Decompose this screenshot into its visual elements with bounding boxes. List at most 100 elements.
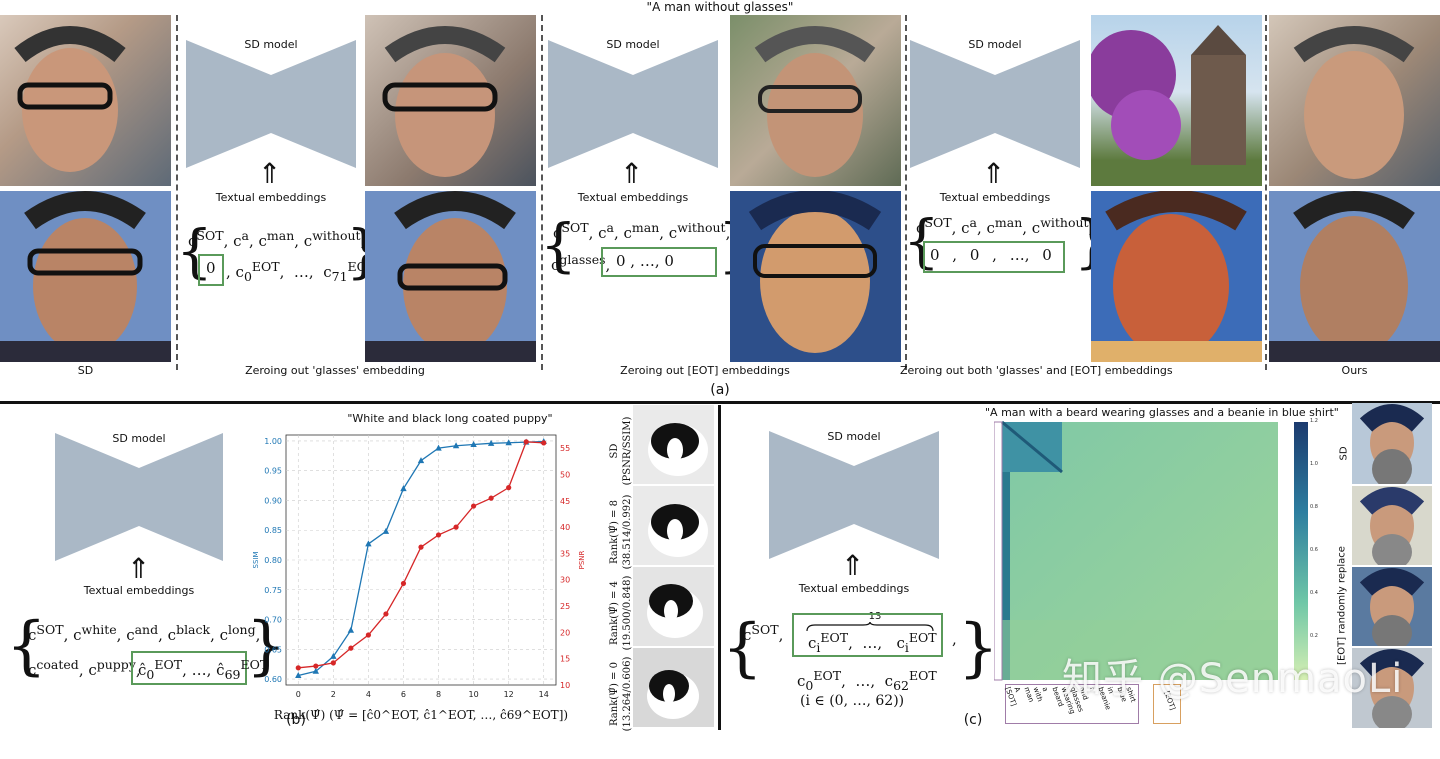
ssim-point [382, 527, 390, 534]
colorbar-tick: 0.4 [1310, 590, 1318, 596]
eq-b-line1: cSOT, cwhite, cand, cblack, clong, [28, 622, 261, 644]
thumb-label-rank0: Rank(Ψ̂) = 0 (13.264/0.606) [608, 629, 636, 759]
colorbar-tick: 0.6 [1310, 547, 1318, 553]
label-zero-both: Zeroing out both 'glasses' and [EOT] emb… [900, 364, 1173, 377]
sd-image-man-glasses-2 [0, 191, 171, 362]
ssim-point [330, 652, 337, 659]
psnr-point [313, 663, 319, 669]
divider-a3 [905, 15, 907, 370]
image-zero-glasses-2 [365, 191, 536, 362]
psnr-point [453, 524, 459, 530]
right-tick-label: 35 [560, 549, 570, 558]
attention-heatmap [994, 420, 1278, 681]
label-ours: Ours [1341, 364, 1368, 377]
eq-c-line1-prefix: cSOT, [743, 622, 784, 644]
sd-model-shape-c [769, 431, 939, 559]
eq-a1-line2: , c0EOT, …, c71EOT [226, 259, 376, 284]
token-label-box [1005, 684, 1139, 724]
divider-a4 [1265, 15, 1267, 370]
left-brace: { [540, 211, 577, 279]
overbrace-icon [806, 622, 934, 632]
thumb-label-rank0-line2: (13.264/0.606) [622, 656, 633, 732]
psnr-point [348, 645, 354, 651]
ssim-point [435, 444, 442, 451]
eot-label-box [1153, 684, 1181, 724]
psnr-point [295, 665, 301, 671]
panel-separator-bc [718, 405, 721, 730]
sd-image-man-glasses-1 [0, 15, 171, 186]
eq-b-line2-prefix: ccoated, cpuppy, [28, 657, 141, 679]
y-axis-label-right: PSNR [578, 550, 586, 569]
ssim-point [365, 540, 372, 547]
ssim-point [417, 457, 425, 464]
sd-model-shape-b [55, 433, 223, 561]
puppy-thumb-rank8 [633, 486, 714, 565]
beard-portrait-replace-2 [1352, 567, 1432, 646]
psnr-point [365, 632, 372, 638]
beard-portrait-replace-1 [1352, 486, 1432, 565]
right-tick-label: 50 [560, 470, 570, 479]
colorbar-tick: 0.8 [1310, 504, 1318, 510]
textual-embeddings-label-a3: Textual embeddings [939, 191, 1051, 204]
textual-embeddings-label-a1: Textual embeddings [215, 191, 327, 204]
eq-c-comma: , [952, 630, 957, 648]
sd-model-label-c: SD model [827, 430, 881, 443]
eq-c-line2: c0EOT, …, c62EOT [797, 668, 937, 693]
top-caption: "A man without glasses" [646, 0, 794, 14]
right-tick-label: 25 [560, 602, 570, 611]
eq-a2-line1: cSOT, ca, cman, cwithout, [553, 220, 731, 242]
beard-portrait-sd [1352, 403, 1432, 484]
watermark: 知乎 @SenmaoLi [1062, 656, 1404, 702]
left-tick-label: 0.70 [264, 616, 282, 625]
right-tick-label: 40 [560, 523, 570, 532]
textual-embeddings-label-c: Textual embeddings [798, 582, 910, 595]
left-tick-label: 0.95 [264, 467, 282, 476]
token-label: A [1012, 686, 1022, 694]
x-axis-label: Rank(Ψ̂) (Ψ̂ = [ĉ0^EOT, ĉ1^EOT, …, ĉ69^E… [274, 708, 568, 722]
left-tick-label: 0.80 [264, 556, 282, 565]
colorbar-tick: 1.0 [1310, 461, 1318, 467]
right-tick-label: 45 [560, 497, 570, 506]
image-ours-1 [1269, 15, 1440, 186]
label-zero-glasses: Zeroing out 'glasses' embedding [245, 364, 425, 377]
eq-b-box-value: ĉ0EOT, …, ĉ69EOT [138, 657, 269, 682]
right-tick-label: 30 [560, 576, 570, 585]
x-tick-label: 10 [469, 690, 479, 699]
left-tick-label: 0.75 [264, 586, 282, 595]
right-tick-label: 15 [560, 655, 570, 664]
left-tick-label: 0.60 [264, 675, 282, 684]
puppy-thumb-rank4 [633, 567, 714, 646]
sd-model-label-a3: SD model [968, 38, 1022, 51]
ssim-point [487, 439, 495, 446]
eq-a3-line1: cSOT, ca, cman, cwithout, [916, 215, 1093, 237]
left-brace: { [722, 611, 763, 685]
right-brace: } [246, 609, 287, 683]
y-axis-label-left: SSIM [252, 552, 260, 569]
label-zero-eot: Zeroing out [EOT] embeddings [620, 364, 790, 377]
ssim-point [347, 626, 355, 633]
brace-count: 13 [868, 611, 882, 622]
sd-model-shape-a1 [186, 40, 356, 168]
right-tick-label: 55 [560, 444, 570, 453]
panel-tag-b: (b) [286, 712, 306, 728]
psnr-point [435, 532, 442, 538]
image-zero-eot-2 [730, 191, 901, 362]
up-arrow-icon: ⇑ [127, 552, 151, 585]
chart-title: "White and black long coated puppy" [347, 412, 553, 425]
ssim-point [295, 671, 302, 678]
x-tick-label: 14 [539, 690, 549, 699]
psnr-point [470, 503, 477, 509]
psnr-point [523, 439, 529, 445]
green-box-c [792, 613, 943, 657]
panel-tag-a: (a) [710, 382, 730, 398]
divider-a1 [176, 15, 178, 370]
sd-model-shape-a2 [548, 40, 718, 168]
puppy-thumb-sd [633, 405, 714, 484]
psnr-point [541, 440, 547, 446]
psnr-point [383, 611, 389, 617]
token-label: a [1040, 686, 1050, 693]
eq-c-line3: (i ∈ (0, …, 62)) [800, 693, 905, 709]
image-zero-both-2 [1091, 191, 1262, 362]
colorbar-tick: 1.2 [1310, 418, 1318, 424]
eq-a1-box-value: 0 [206, 259, 216, 277]
